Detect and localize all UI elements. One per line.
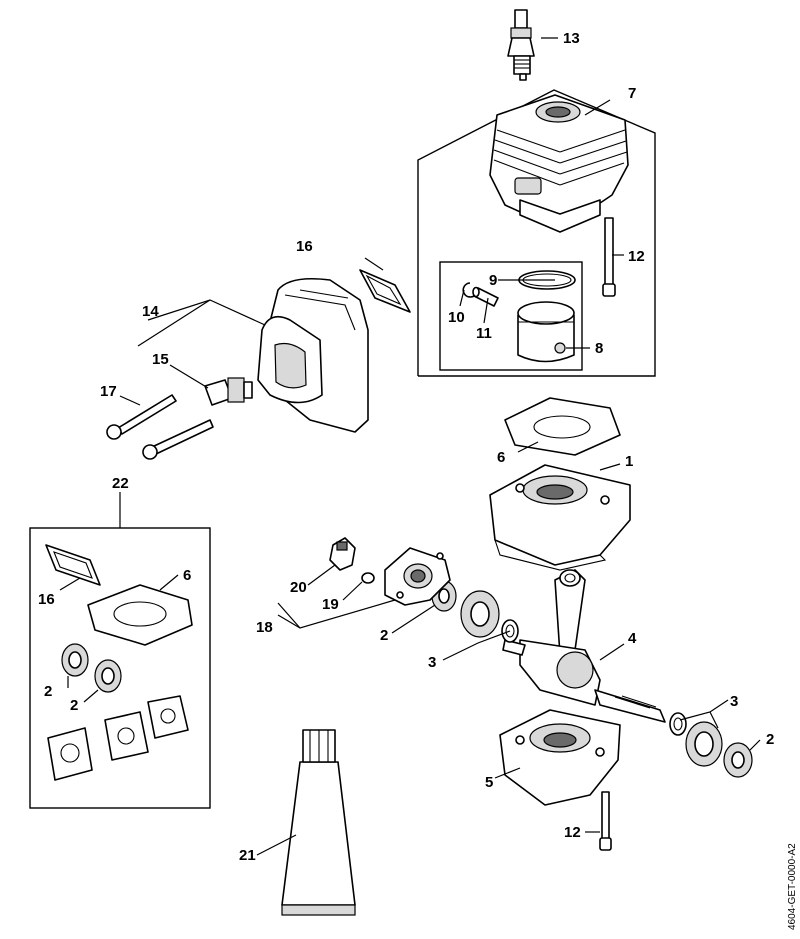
callout-16-kit: 16 bbox=[38, 591, 55, 608]
piston bbox=[517, 301, 575, 363]
callout-3-middle: 3 bbox=[428, 654, 436, 671]
callout-6-kit: 6 bbox=[183, 567, 191, 584]
crankcase-screw bbox=[599, 791, 612, 851]
crankshaft bbox=[502, 569, 666, 723]
callout-18: 18 bbox=[256, 619, 273, 636]
callout-19: 19 bbox=[322, 596, 339, 613]
callout-12-top: 12 bbox=[628, 248, 645, 265]
kit-carburetor-gasket-a bbox=[47, 727, 93, 781]
callout-10: 10 bbox=[448, 309, 465, 326]
plug-connector bbox=[329, 537, 356, 571]
kit-oil-seal-b bbox=[94, 659, 122, 693]
oil-seal-ring-right bbox=[669, 712, 687, 736]
callout-9: 9 bbox=[489, 272, 497, 289]
kit-muffler-gasket bbox=[45, 544, 101, 586]
bearing-housing bbox=[384, 547, 451, 606]
muffler-screw-lower bbox=[142, 419, 214, 460]
callout-7: 7 bbox=[628, 85, 636, 102]
callout-12-bottom: 12 bbox=[564, 824, 581, 841]
callout-15: 15 bbox=[152, 351, 169, 368]
callout-2-kit-b: 2 bbox=[70, 697, 78, 714]
ball-bearing-left bbox=[460, 590, 500, 638]
callout-13: 13 bbox=[563, 30, 580, 47]
crankcase-gasket bbox=[504, 397, 621, 456]
cylinder-kit-frame bbox=[417, 89, 656, 377]
crankcase-half-upper bbox=[489, 464, 631, 571]
callout-11: 11 bbox=[476, 325, 492, 342]
piston-pin bbox=[472, 286, 499, 307]
callout-2-right: 2 bbox=[766, 731, 774, 748]
callout-8: 8 bbox=[595, 340, 603, 357]
cylinder-screw bbox=[602, 217, 616, 297]
leader-lines bbox=[59, 37, 761, 856]
callout-5: 5 bbox=[485, 774, 493, 791]
muffler-screw-upper bbox=[106, 394, 177, 440]
grease-tube bbox=[281, 729, 356, 916]
kit-carburetor-gasket-b bbox=[104, 711, 149, 761]
cylinder bbox=[489, 94, 629, 233]
oil-seal-right bbox=[723, 742, 753, 778]
callout-1: 1 bbox=[625, 453, 633, 470]
crankcase-half-lower bbox=[499, 709, 621, 806]
kit-oil-seal-a bbox=[61, 643, 89, 677]
kit-crankcase-gasket bbox=[87, 584, 193, 646]
callout-22: 22 bbox=[112, 475, 129, 492]
muffler bbox=[257, 277, 369, 433]
piston-kit-frame bbox=[439, 261, 583, 371]
oil-seal-left bbox=[431, 580, 457, 612]
kit-carburetor-gasket-c bbox=[147, 695, 189, 739]
callout-3-right: 3 bbox=[730, 693, 738, 710]
callout-14: 14 bbox=[142, 303, 159, 320]
callout-16-muffler: 16 bbox=[296, 238, 313, 255]
callout-6-crankcase: 6 bbox=[497, 449, 505, 466]
muffler-fitting bbox=[204, 377, 253, 406]
document-id: 4604-GET-0000-A2 bbox=[787, 843, 798, 930]
callout-21: 21 bbox=[239, 847, 256, 864]
callout-20: 20 bbox=[290, 579, 307, 596]
spark-plug bbox=[507, 9, 535, 81]
ball-bearing-right bbox=[685, 721, 723, 767]
callout-labels: 13 7 12 9 10 11 8 16 14 15 17 6 1 22 6 1… bbox=[38, 30, 774, 864]
o-ring bbox=[361, 572, 375, 584]
callout-4: 4 bbox=[628, 630, 637, 647]
callout-2-kit-a: 2 bbox=[44, 683, 52, 700]
callout-17: 17 bbox=[100, 383, 117, 400]
muffler-gasket bbox=[359, 269, 411, 313]
callout-2-middle: 2 bbox=[380, 627, 388, 644]
